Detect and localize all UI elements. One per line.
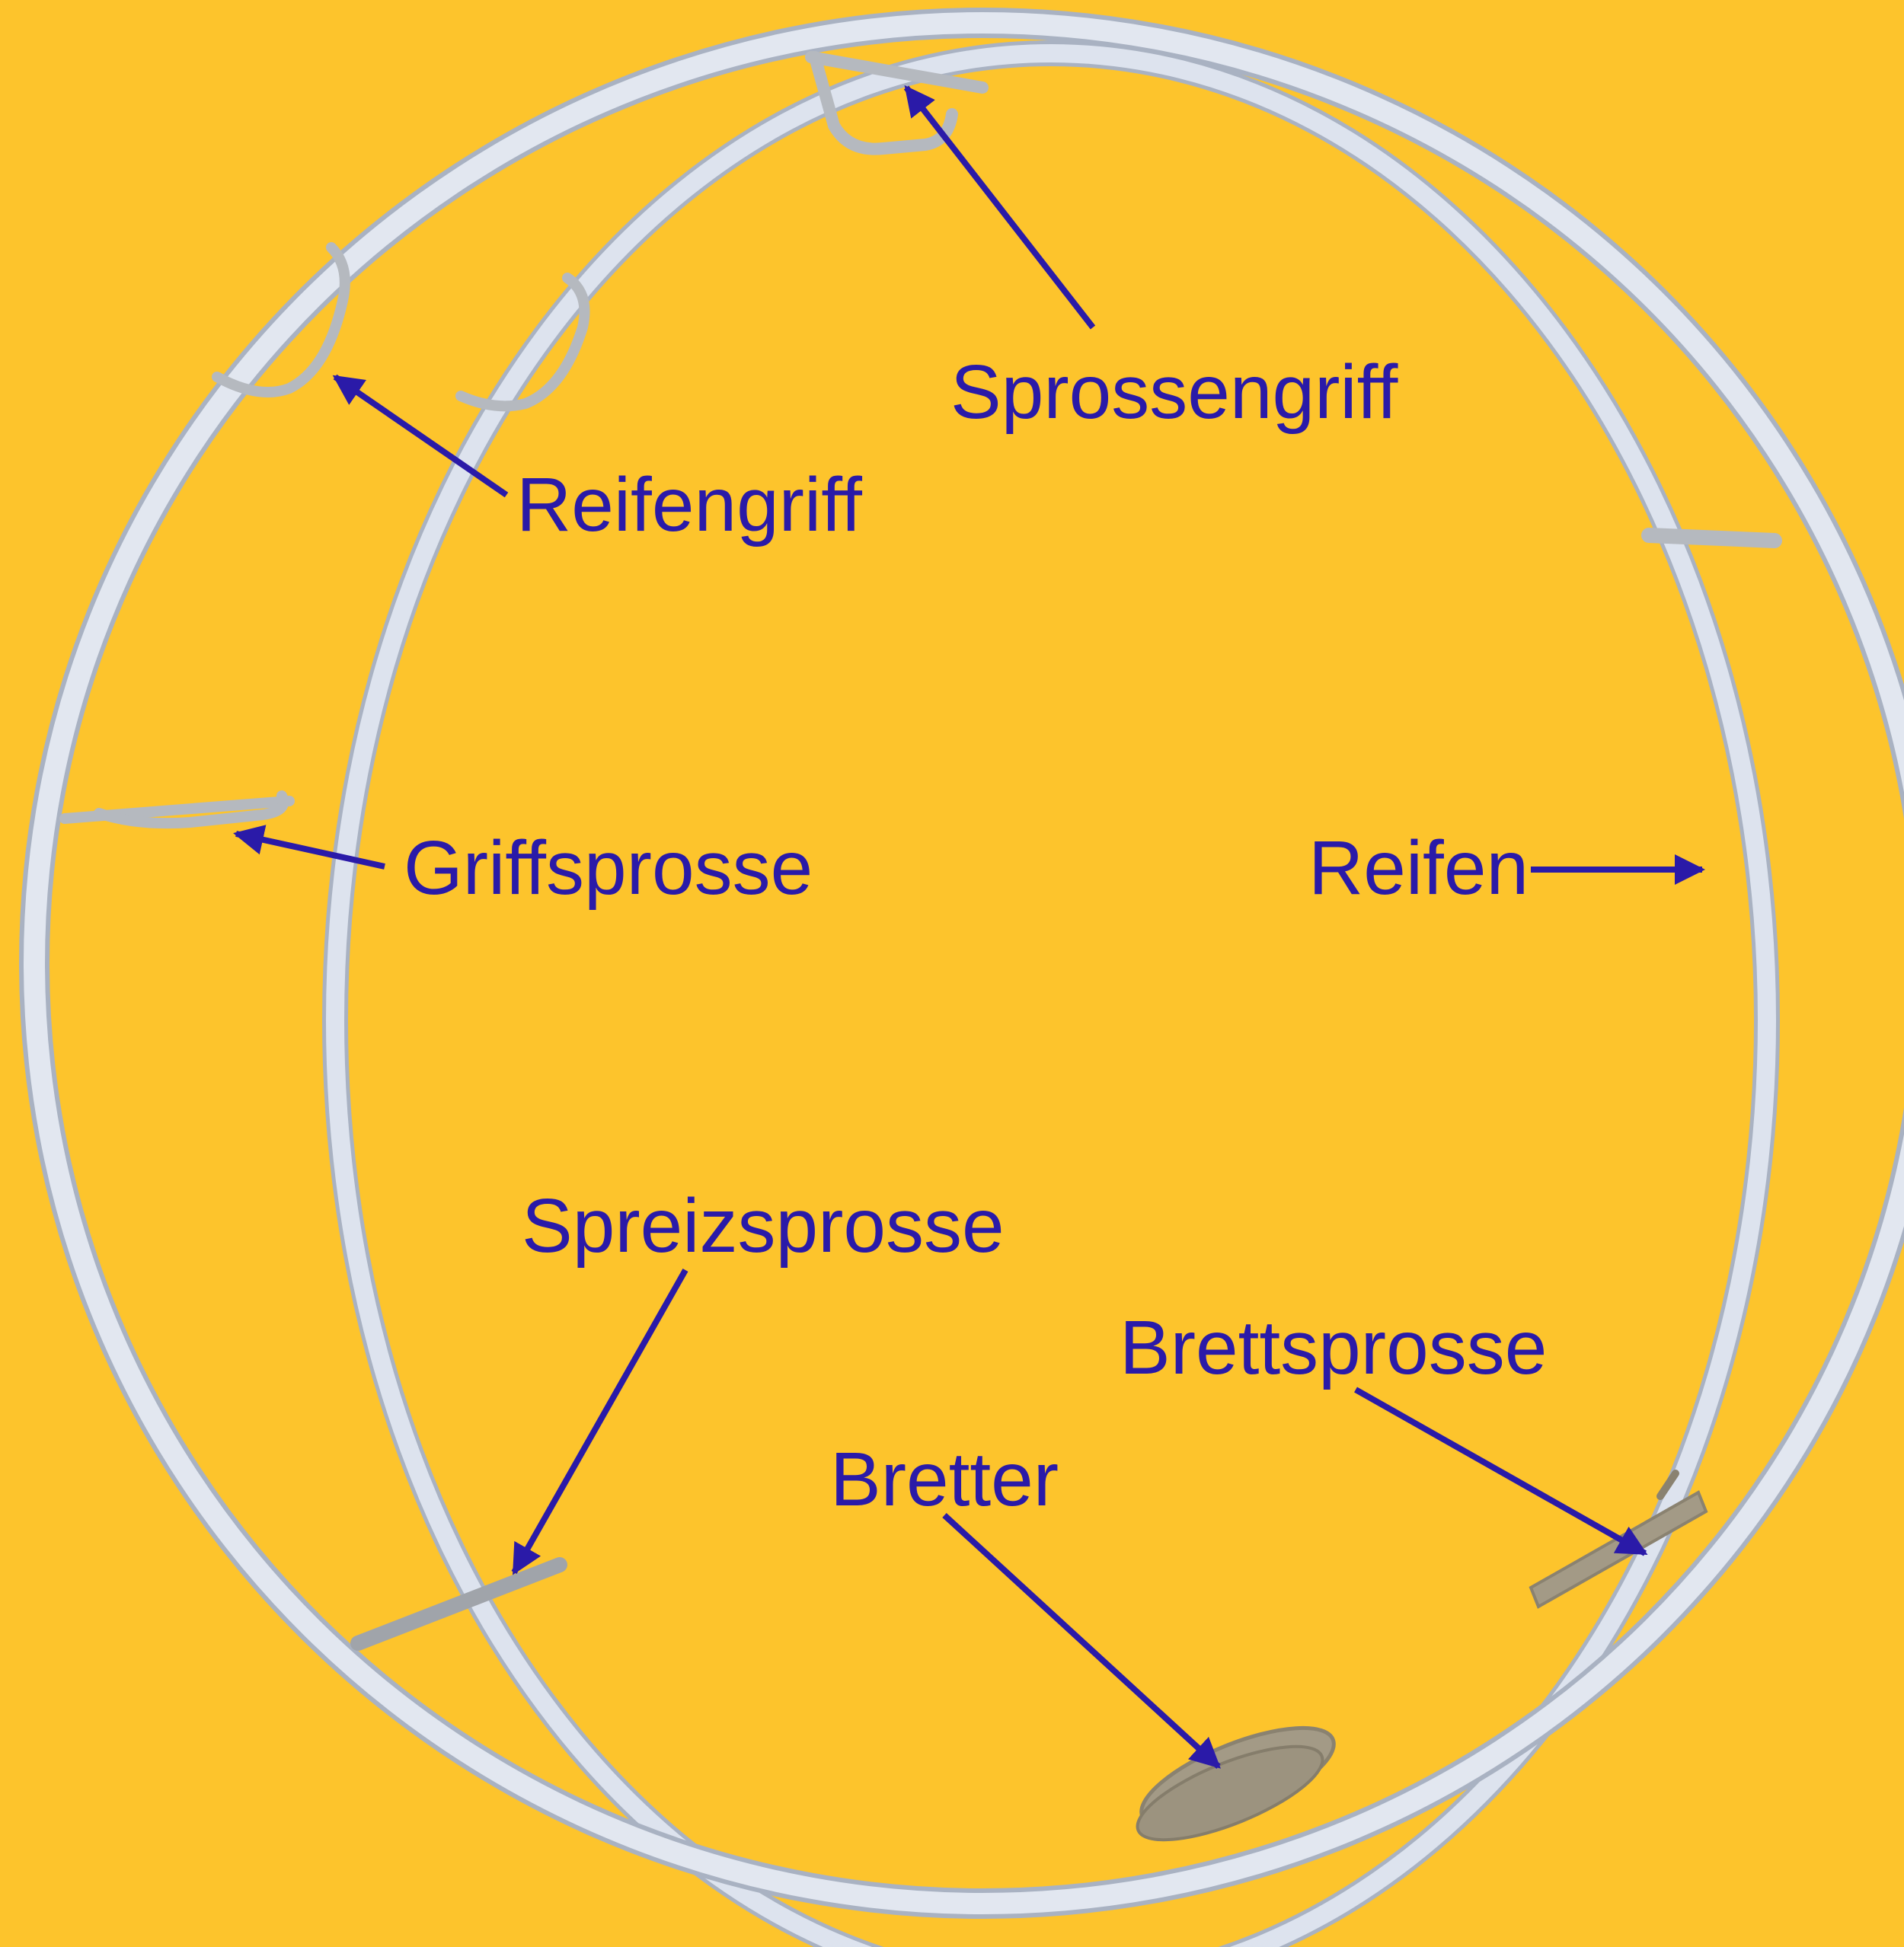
label-brettsprosse: Brettsprosse bbox=[1120, 1305, 1548, 1390]
label-sprossengriff: Sprossengriff bbox=[950, 350, 1398, 435]
label-spreizsprosse: Spreizsprosse bbox=[522, 1183, 1005, 1269]
back-hoop bbox=[322, 40, 1780, 1947]
label-griffsprosse: Griffsprosse bbox=[404, 825, 813, 911]
annotation-arrows bbox=[233, 85, 1705, 1769]
arrow-reifengriff bbox=[332, 374, 509, 498]
arrow-spreizsprosse bbox=[511, 1269, 688, 1575]
label-bretter: Bretter bbox=[830, 1437, 1059, 1522]
arrow-brettsprosse bbox=[1354, 1387, 1648, 1556]
spreizsprosse-part bbox=[350, 1557, 567, 1651]
arrow-bretter bbox=[942, 1513, 1221, 1769]
upper-right-rung bbox=[1641, 528, 1782, 548]
arrow-griffsprosse bbox=[233, 825, 385, 870]
sprossengriff-part bbox=[805, 51, 989, 155]
label-reifengriff: Reifengriff bbox=[516, 462, 862, 547]
front-hoop bbox=[19, 8, 1904, 1919]
arrow-sprossengriff bbox=[903, 85, 1096, 330]
griffsprosse-part bbox=[59, 790, 295, 829]
reifengriff-part bbox=[212, 242, 590, 412]
bretter-part bbox=[1136, 1725, 1336, 1842]
label-reifen: Reifen bbox=[1308, 825, 1529, 911]
